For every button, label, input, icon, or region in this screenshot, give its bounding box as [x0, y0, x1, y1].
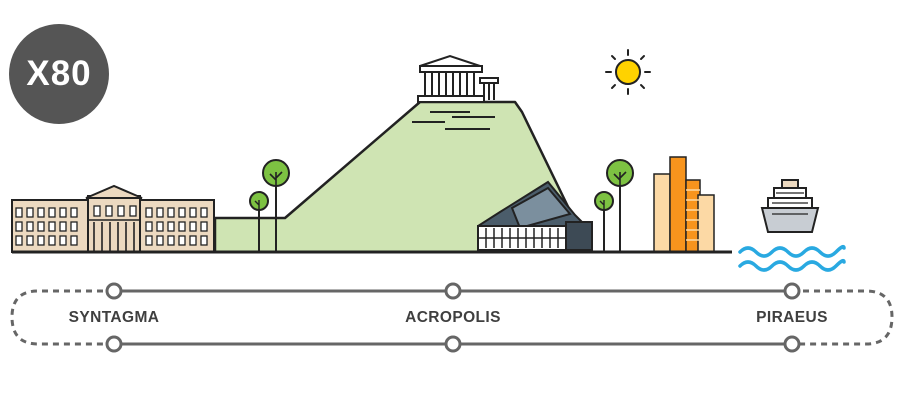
museum-building-icon	[477, 180, 593, 251]
tree-icon	[594, 191, 614, 252]
parliament-building-icon	[11, 184, 215, 253]
stop-label-piraeus: PIRAEUS	[756, 309, 828, 326]
towers-icon	[653, 156, 715, 253]
stop-label-acropolis: ACROPOLIS	[405, 309, 501, 326]
tree-icon	[606, 159, 634, 252]
tree-icon	[249, 191, 269, 252]
tree-icon	[262, 159, 290, 252]
cruise-ship-icon	[760, 179, 820, 233]
route-badge: X80	[9, 24, 109, 124]
stop-marker-syntagma	[105, 282, 123, 353]
stop-marker-acropolis	[444, 282, 462, 353]
route-badge-label: X80	[26, 54, 92, 93]
parthenon-icon	[417, 54, 499, 103]
sun-icon	[605, 49, 651, 95]
stop-marker-piraeus	[783, 282, 801, 353]
waves-icon	[738, 244, 846, 272]
stop-label-syntagma: SYNTAGMA	[68, 309, 160, 326]
